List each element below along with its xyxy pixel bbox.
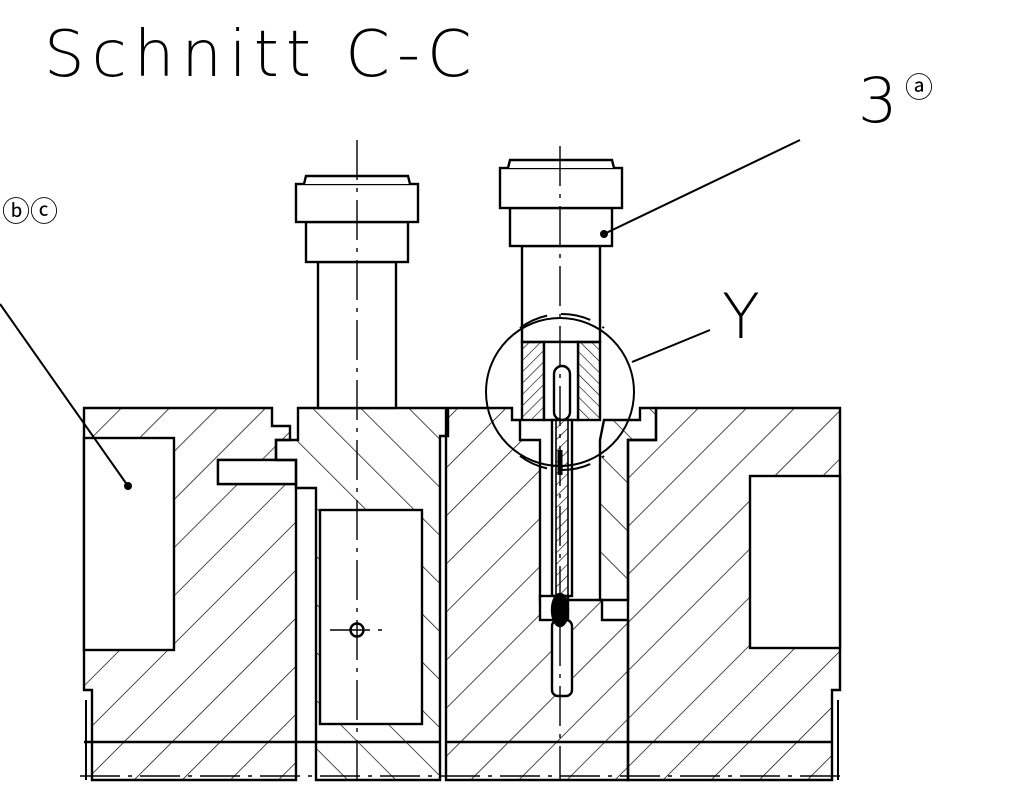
centre-lines xyxy=(80,140,845,780)
centre-left-block xyxy=(274,406,448,782)
part-number-label: 3 xyxy=(858,64,898,137)
left-reference-label: ⓑⓒ xyxy=(2,195,59,228)
right-housing xyxy=(626,406,842,782)
detail-y-label: Y xyxy=(722,280,760,353)
part-suffix-label: ⓐ xyxy=(905,71,934,104)
section-title: Schnitt C-C xyxy=(44,18,479,92)
right-piston xyxy=(498,158,624,422)
left-housing xyxy=(82,406,298,782)
leader-lines xyxy=(0,139,801,490)
ejector-pin xyxy=(538,418,574,698)
